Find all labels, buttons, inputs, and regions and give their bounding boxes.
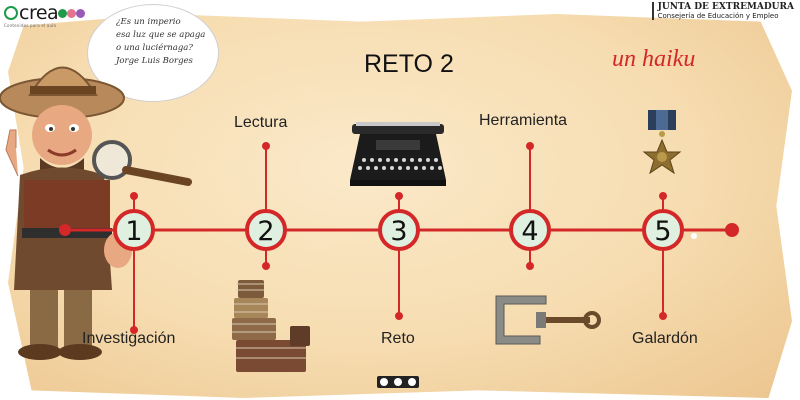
institution-name: JUNTA DE EXTREMADURA — [657, 2, 794, 12]
crea-logo: crea — [4, 1, 86, 24]
logo-text: crea — [19, 1, 59, 24]
step-3-number: 3 — [390, 216, 407, 247]
step-2-label[interactable]: Lectura — [234, 114, 288, 131]
haiku-quote: ¿Es un imperio esa luz que se apaga o un… — [116, 16, 226, 68]
logo-dot-green — [58, 8, 68, 18]
books-stack-icon[interactable] — [232, 280, 310, 372]
quote-author: Jorge Luis Borges — [116, 56, 193, 66]
connector-dot-4b — [526, 262, 534, 270]
sparkle-dot — [691, 233, 697, 239]
connector-dot-1a — [130, 192, 138, 200]
step-5-button[interactable]: 5 — [642, 209, 684, 251]
connector-dot-2a — [262, 142, 270, 150]
page-title: RETO 2 — [364, 50, 454, 78]
medal-icon[interactable] — [642, 110, 682, 175]
logo-ring-icon — [4, 6, 18, 20]
logo-dot-pink — [67, 8, 77, 18]
timeline-start-dot — [59, 224, 71, 236]
institution-department: Consejería de Educación y Empleo — [657, 12, 779, 20]
quote-line-3: o una luciérnaga? — [116, 43, 193, 53]
step-3-label[interactable]: Reto — [381, 330, 415, 347]
sa-icon — [408, 378, 416, 386]
step-1-button[interactable]: 1 — [113, 209, 155, 251]
step-5-number: 5 — [654, 216, 671, 247]
magnifying-glass-icon — [92, 140, 192, 186]
connector-dot-3b — [395, 312, 403, 320]
institution-logo: JUNTA DE EXTREMADURA Consejería de Educa… — [651, 2, 794, 20]
by-icon — [394, 378, 402, 386]
connector-dot-5b — [659, 312, 667, 320]
connector-dot-2b — [262, 262, 270, 270]
creative-commons-icon[interactable] — [377, 376, 419, 388]
step-4-button[interactable]: 4 — [509, 209, 551, 251]
step-1-number: 1 — [125, 216, 142, 247]
clamp-icon[interactable] — [495, 295, 601, 345]
timeline-end-dot — [725, 223, 739, 237]
connector-dot-4a — [526, 142, 534, 150]
quote-line-1: ¿Es un imperio — [116, 17, 181, 27]
cowboy-character-icon[interactable] — [0, 66, 132, 361]
step-4-label[interactable]: Herramienta — [479, 112, 568, 129]
connector-dot-5a — [659, 192, 667, 200]
step-3-button[interactable]: 3 — [378, 209, 420, 251]
step-4-number: 4 — [521, 216, 538, 247]
step-5-label[interactable]: Galardón — [632, 330, 698, 347]
step-2-button[interactable]: 2 — [245, 209, 287, 251]
connector-dot-3a — [395, 192, 403, 200]
connector-dot-1b — [130, 326, 138, 334]
cc-icon — [380, 378, 388, 386]
page-subtitle: un haiku — [612, 46, 696, 72]
logo-dot-purple — [76, 8, 86, 18]
logo-subtitle: Contenidos para el aula — [4, 23, 57, 28]
step-2-number: 2 — [257, 216, 274, 247]
step-1-label[interactable]: Investigación — [82, 330, 176, 347]
typewriter-icon[interactable] — [350, 122, 446, 186]
quote-line-2: esa luz que se apaga — [116, 30, 206, 40]
